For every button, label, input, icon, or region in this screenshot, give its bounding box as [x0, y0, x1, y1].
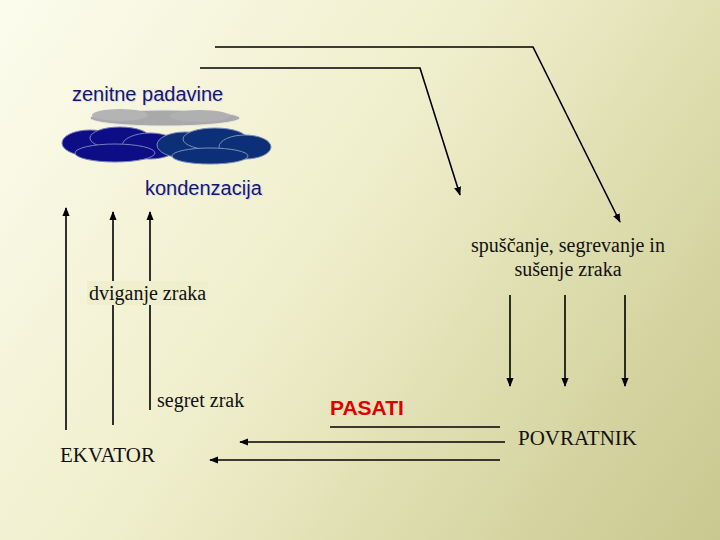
wind-label: PASATI — [330, 395, 404, 420]
process-label: spuščanje, segrevanje in sušenje zraka — [448, 233, 688, 281]
process-label: kondenzacija — [145, 176, 262, 200]
process-label: zenitne padavine — [72, 82, 223, 106]
grey-cloud — [90, 109, 240, 126]
latitude-label: EKVATOR — [60, 443, 155, 468]
dark-cloud — [157, 128, 271, 164]
process-label: dviganje zraka — [87, 281, 208, 305]
air-label: segret zrak — [157, 388, 244, 412]
latitude-label: POVRATNIK — [518, 426, 637, 451]
